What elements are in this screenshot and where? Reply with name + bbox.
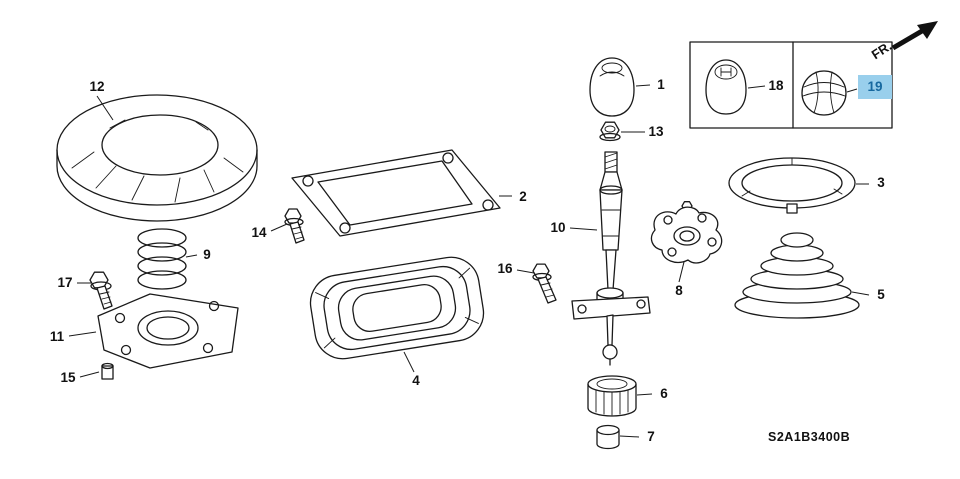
part-label-15: 15 xyxy=(60,370,76,385)
diagram-code: S2A1B3400B xyxy=(768,430,850,444)
part-label-14: 14 xyxy=(251,225,267,240)
part-8-pivot-bracket xyxy=(650,201,723,264)
part-label-3: 3 xyxy=(877,175,885,190)
part-callouts: 12 2 14 9 17 11 15 4 16 10 13 1 18 3 8 5… xyxy=(50,75,892,444)
part-12-foam-ring xyxy=(56,94,258,222)
leader-lines xyxy=(68,84,870,438)
part-label-6: 6 xyxy=(660,386,668,401)
part-2-gasket-plate xyxy=(291,149,501,237)
part-7-cap-nut xyxy=(596,424,620,450)
part-label-1: 1 xyxy=(657,77,665,92)
part-16-bolt xyxy=(532,263,557,304)
part-label-12: 12 xyxy=(89,79,104,94)
part-6-collar xyxy=(587,375,637,417)
part-14-bolt xyxy=(284,208,305,244)
part-1-shift-knob xyxy=(589,57,635,117)
part-15-cap xyxy=(101,362,114,380)
part-19-shift-knob xyxy=(801,70,847,116)
part-label-11: 11 xyxy=(50,329,65,344)
part-18-shift-knob xyxy=(705,59,747,115)
part-label-4: 4 xyxy=(412,373,420,388)
part-label-10: 10 xyxy=(550,220,565,235)
part-label-7: 7 xyxy=(647,429,655,444)
part-label-16: 16 xyxy=(497,261,513,276)
part-5-rubber-boot xyxy=(734,232,860,319)
part-label-5: 5 xyxy=(877,287,885,302)
part-13-nut xyxy=(599,121,621,142)
part-3-retainer-ring xyxy=(728,157,856,214)
part-label-19: 19 xyxy=(867,79,882,94)
part-17-bolt xyxy=(89,271,113,310)
part-label-13: 13 xyxy=(648,124,664,139)
highlight-badge xyxy=(858,75,892,99)
part-label-9: 9 xyxy=(203,247,211,262)
part-9-spring xyxy=(137,228,187,290)
part-label-8: 8 xyxy=(675,283,683,298)
part-4-boot-frame xyxy=(309,256,485,360)
part-label-2: 2 xyxy=(519,189,527,204)
part-11-base-bracket xyxy=(97,293,239,369)
part-label-19-highlight: 19 xyxy=(858,75,892,99)
part-label-17: 17 xyxy=(57,275,72,290)
part-10-shift-lever xyxy=(571,151,651,366)
part-label-18: 18 xyxy=(768,78,784,93)
